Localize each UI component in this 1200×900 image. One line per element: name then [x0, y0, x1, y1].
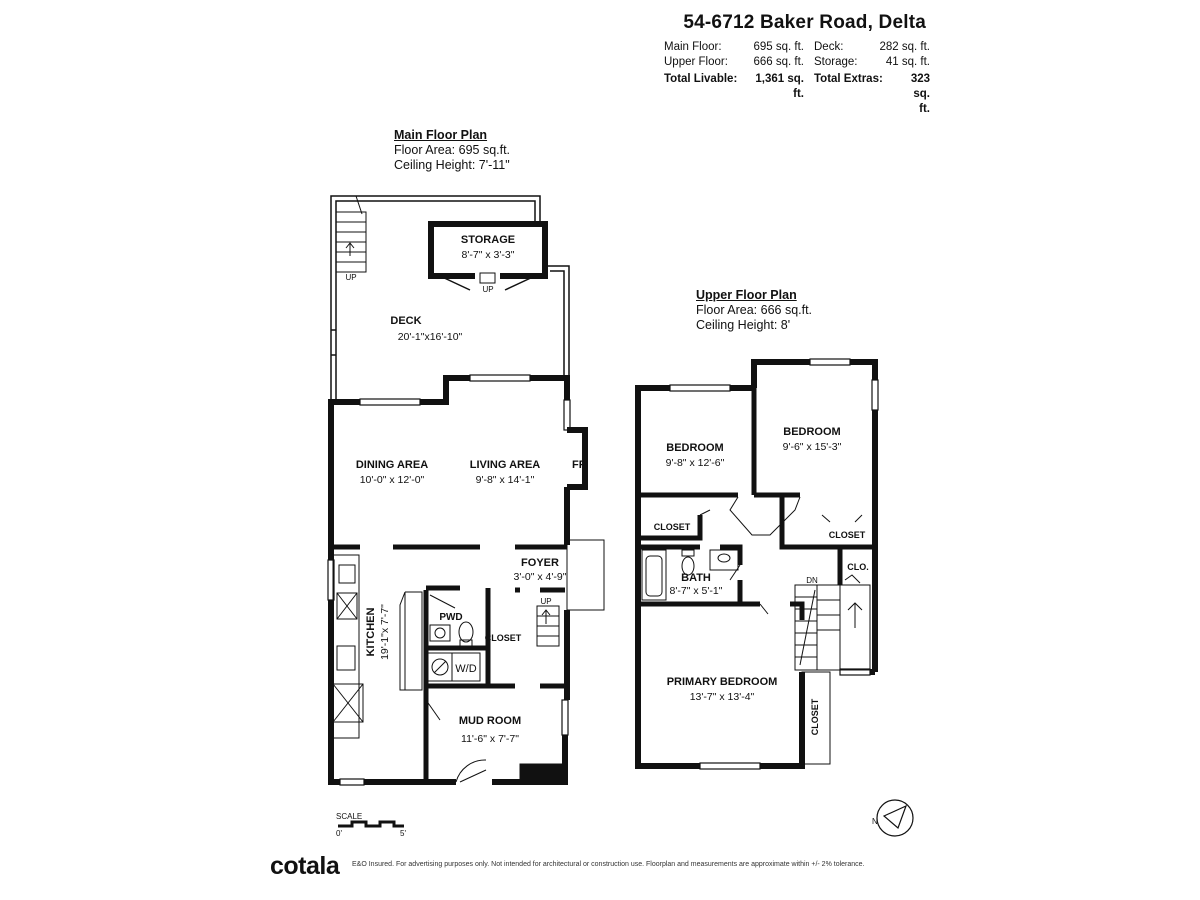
fireplace-label: FP [572, 459, 586, 471]
bedroom2-closet: CLOSET [654, 522, 691, 532]
foyer-stairs-up: UP [540, 597, 551, 606]
main-floor-area: Floor Area: 695 sq.ft. [394, 143, 511, 157]
dining-name: DINING AREA [356, 459, 428, 471]
main-floor-label: Main Floor: [664, 41, 722, 53]
upper-floor-plan [635, 358, 879, 770]
primary-closet: CLOSET [810, 698, 820, 735]
disclaimer-text: E&O Insured. For advertising purposes on… [352, 861, 865, 868]
powder-fixtures [429, 594, 474, 647]
main-floor-ceiling: Ceiling Height: 7'-11" [394, 158, 510, 172]
deck-outline [330, 195, 570, 402]
washer-dryer [427, 652, 481, 682]
bath-fixtures [641, 549, 739, 601]
upper-interior-walls [638, 388, 875, 620]
upper-stairs [794, 584, 871, 671]
porch [566, 539, 605, 611]
powder-room-name: PWD [439, 612, 462, 623]
upper-floor-ceiling: Ceiling Height: 8' [696, 318, 791, 332]
storage-dim: 8'-7" x 3'-3" [462, 249, 515, 261]
upper-doors [699, 496, 863, 615]
area-row-2: Upper Floor: 666 sq. ft. Storage: 41 sq.… [664, 55, 930, 70]
living-name: LIVING AREA [470, 459, 541, 471]
scale-bar: SCALE 0' 5' [336, 812, 406, 838]
total-extras-label: Total Extras: [814, 73, 883, 85]
deck-name: DECK [390, 315, 421, 327]
main-floor-value: 695 sq. ft. [753, 41, 804, 53]
bedroom1-dim: 9'-6" x 15'-3" [783, 441, 842, 453]
upper-floor-labels: BEDROOM 9'-8" x 12'-6" BEDROOM 9'-6" x 1… [654, 426, 869, 735]
primary-closet-outline [801, 671, 831, 765]
foyer-dim: 3'-0" x 4'-9" [514, 571, 567, 583]
main-closet-label: CLOSET [485, 633, 522, 643]
total-livable-label: Total Livable: [664, 73, 738, 85]
area-summary: Main Floor: 695 sq. ft. Deck: 282 sq. ft… [664, 40, 930, 117]
total-extras-value: 323 sq. ft. [910, 73, 930, 115]
area-row-totals: Total Livable: 1,361 sq. ft. Total Extra… [664, 72, 930, 117]
living-dim: 9'-8" x 14'-1" [476, 474, 535, 486]
primary-bedroom-name: PRIMARY BEDROOM [667, 676, 778, 688]
bath-name: BATH [681, 572, 711, 584]
main-windows [327, 374, 571, 786]
hall-closet: CLO. [847, 562, 869, 572]
upper-windows [669, 358, 879, 770]
upper-floor-area: Floor Area: 666 sq.ft. [696, 303, 813, 317]
foyer-stairs [536, 605, 560, 647]
deck-stairs-up: UP [345, 273, 356, 282]
kitchen-name: KITCHEN [365, 608, 377, 657]
stairs-down: DN [806, 576, 818, 585]
deck-dim: 20'-1"x16'-10" [398, 331, 463, 343]
primary-bedroom-dim: 13'-7" x 13'-4" [690, 691, 755, 703]
storage-up: UP [482, 285, 493, 294]
storage-value: 41 sq. ft. [885, 56, 930, 68]
storage-room [428, 221, 548, 291]
bedroom2-dim: 9'-8" x 12'-6" [666, 457, 725, 469]
mudroom-name: MUD ROOM [459, 715, 521, 727]
north-letter: N [872, 817, 878, 826]
deck-label: Deck: [814, 41, 844, 53]
bedroom1-closet: CLOSET [829, 530, 866, 540]
scale-end: 5' [400, 829, 406, 838]
upper-floor-label: Upper Floor: [664, 56, 728, 68]
upper-floor-header: Upper Floor Plan Floor Area: 666 sq.ft. … [696, 288, 812, 333]
kitchen-dim: 19'-1"x 7'-7" [379, 604, 391, 660]
deck-stairs [335, 195, 367, 273]
storage-name: STORAGE [461, 234, 515, 246]
upper-floor-title: Upper Floor Plan [696, 288, 797, 302]
main-floor-header: Main Floor Plan Floor Area: 695 sq.ft. C… [394, 128, 510, 173]
washer-dryer-label: W/D [455, 663, 476, 675]
main-interior-walls [331, 544, 567, 780]
brand-logo: cotala [270, 852, 340, 880]
bath-dim: 8'-7" x 5'-1" [670, 585, 723, 597]
foyer-name: FOYER [521, 557, 559, 569]
property-address: 54-6712 Baker Road, Delta [683, 12, 926, 33]
upper-floor-value: 666 sq. ft. [753, 56, 804, 68]
storage-label: Storage: [814, 56, 858, 68]
kitchen-counters [332, 554, 423, 739]
scale-start: 0' [336, 829, 342, 838]
bedroom1-name: BEDROOM [783, 426, 840, 438]
deck-value: 282 sq. ft. [879, 41, 930, 53]
dining-dim: 10'-0" x 12'-0" [360, 474, 425, 486]
fireplace [567, 427, 588, 490]
north-arrow-icon: N [872, 799, 914, 837]
scale-label: SCALE [336, 812, 362, 821]
main-floor-plan [327, 195, 605, 786]
main-floor-title: Main Floor Plan [394, 128, 488, 142]
total-livable-value: 1,361 sq. ft. [755, 73, 804, 100]
mudroom-doors [425, 699, 564, 783]
area-row-1: Main Floor: 695 sq. ft. Deck: 282 sq. ft… [664, 40, 930, 55]
bedroom2-name: BEDROOM [666, 442, 723, 454]
main-floor-labels: STORAGE 8'-7" x 3'-3" UP UP DECK 20'-1"x… [345, 234, 586, 745]
mudroom-dim: 11'-6" x 7'-7" [461, 733, 519, 745]
